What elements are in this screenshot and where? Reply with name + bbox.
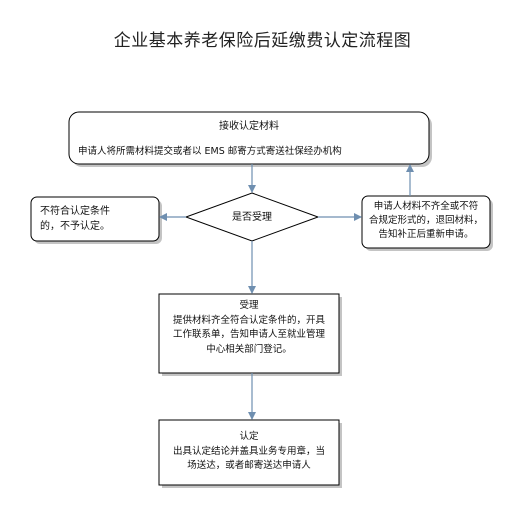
accept-line-1: 提供材料齐全符合认定条件的，开具 bbox=[172, 314, 325, 326]
incomplete-line-3: 告知补正后重新申请。 bbox=[378, 229, 474, 240]
accept-text: 受理 提供材料齐全符合认定条件的，开具 工作联系单，告知申请人至就业管理 中心相… bbox=[159, 299, 339, 357]
receive-body: 申请人将所需材料提交或者以 EMS 邮寄方式寄送社保经办机构 bbox=[78, 146, 342, 157]
receive-heading: 接收认定材料 bbox=[219, 121, 279, 132]
reject-line-2: 的，不予认定。 bbox=[40, 221, 110, 232]
accept-line-2: 工作联系单，告知申请人至就业管理 bbox=[172, 329, 325, 340]
confirm-text: 认定 出具认定结论并盖具业务专用章，当 场送达，或者邮寄送达申请人 bbox=[159, 430, 339, 474]
connectors bbox=[159, 164, 414, 420]
incomplete-text: 申请人材料不齐全或不符 合规定形式的，退回材料， 告知补正后重新申请。 bbox=[362, 200, 490, 242]
incomplete-materials-box bbox=[361, 195, 491, 249]
confirm-line-2: 场送达，或者邮寄送达申请人 bbox=[187, 460, 311, 471]
reject-text: 不符合认定条件 的，不予认定。 bbox=[40, 204, 156, 234]
incomplete-line-1: 申请人材料不齐全或不符 bbox=[373, 201, 479, 212]
page-title: 企业基本养老保险后延缴费认定流程图 bbox=[113, 31, 412, 51]
reject-line-1: 不符合认定条件 bbox=[40, 206, 110, 217]
confirm-line-1: 出具认定结论并盖具业务专用章，当 bbox=[172, 445, 325, 457]
accept-box bbox=[158, 293, 340, 374]
confirm-heading: 认定 bbox=[239, 431, 259, 442]
decision-label: 是否受理 bbox=[232, 212, 272, 223]
confirm-box bbox=[158, 419, 340, 486]
accept-heading: 受理 bbox=[239, 300, 259, 311]
incomplete-line-2: 合规定形式的，退回材料， bbox=[368, 215, 483, 226]
accept-line-3: 中心相关部门登记。 bbox=[206, 343, 292, 355]
receive-materials-box bbox=[68, 111, 430, 165]
